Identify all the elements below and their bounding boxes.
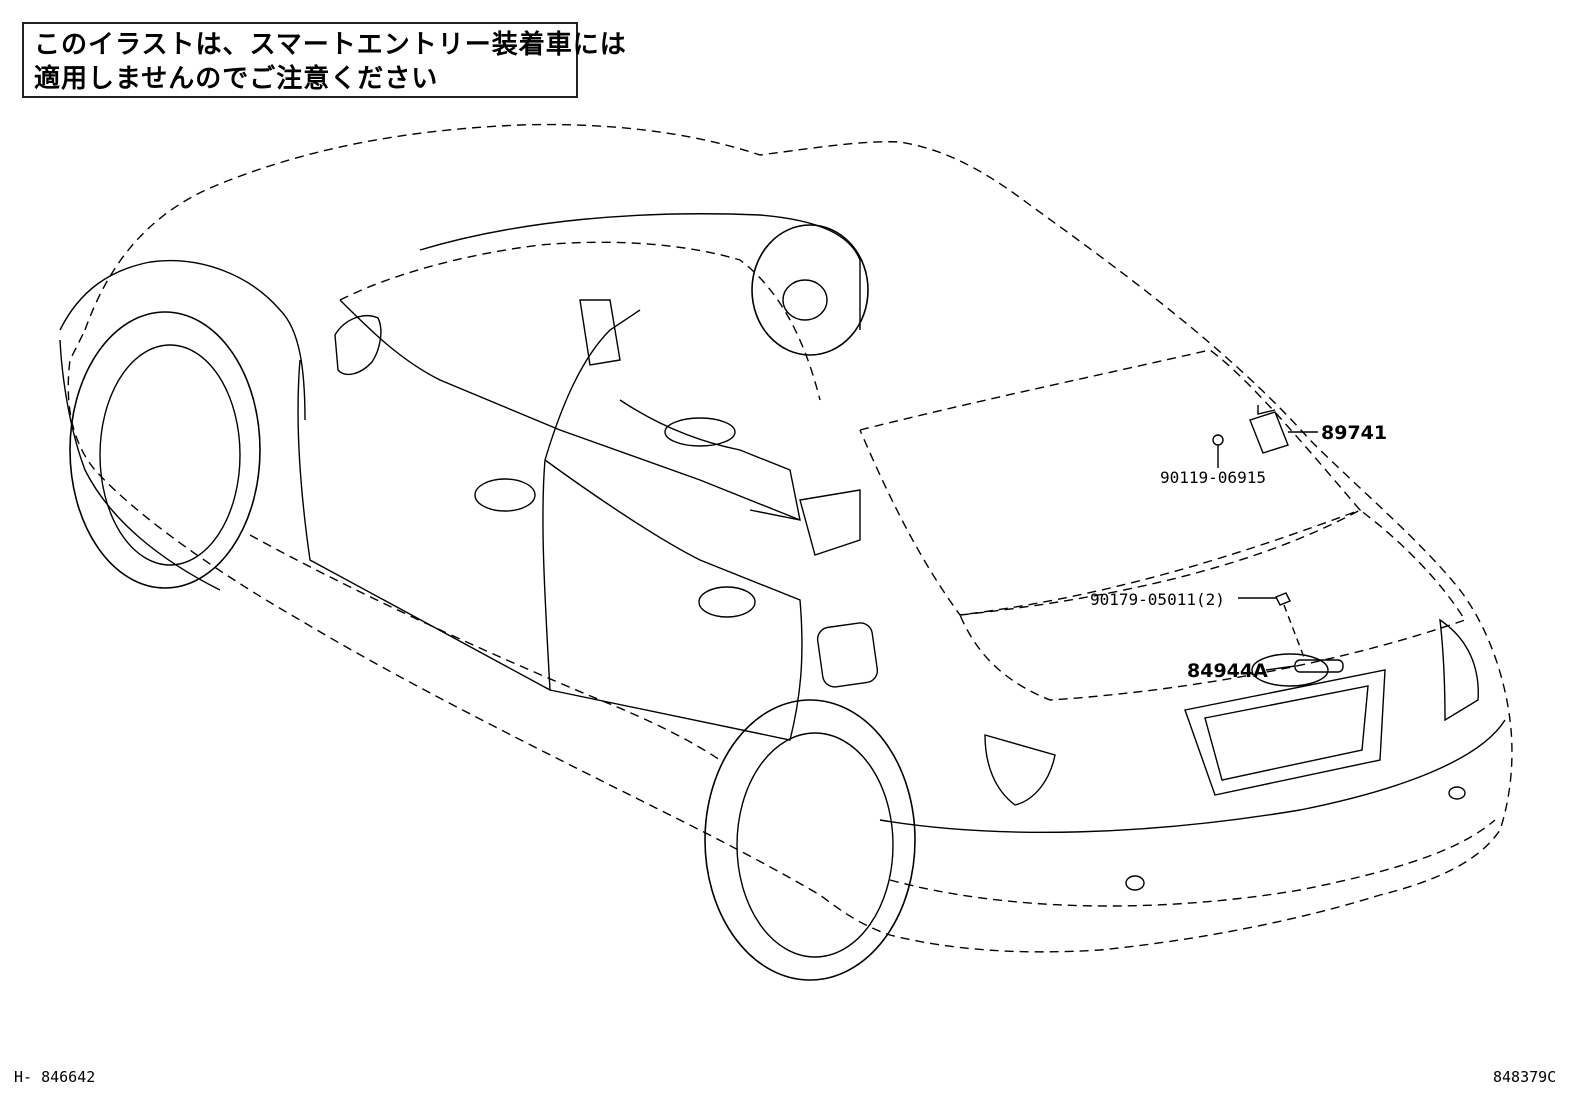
front-fender [59,259,306,421]
front-vent [799,489,861,556]
side-window [339,241,821,401]
parking-sensor-left [1125,875,1145,891]
side-mirror [334,315,382,376]
front-door-handle [474,478,536,512]
steering-hub [782,279,828,321]
license-plate [1204,685,1369,781]
rear-door [544,459,803,741]
parking-sensor-right [1448,786,1466,800]
steering-wheel [751,224,869,356]
b-pillar [544,309,641,461]
rear-door-handle [698,586,756,618]
part-89741-bracket [1257,405,1276,415]
callout-90119-06915: 90119-06915 [1160,468,1266,487]
callout-90179-05011: 90179-05011(2) [1090,590,1225,609]
rear-bumper [879,719,1506,834]
fuel-lid [816,622,879,688]
part-89741 [1249,411,1289,454]
notice-box: このイラストは、スマートエントリー装着車には 適用しませんのでご注意ください [22,22,627,98]
rocker-panel [249,534,721,761]
rear-window [859,349,1362,616]
rear-lamp-right [1439,618,1479,722]
center-console [619,399,801,521]
illustration-code-left: H- 846642 [14,1068,96,1086]
front-lower [59,339,221,591]
seat-front [579,299,621,366]
rear-bumper-lower [889,819,1496,907]
dashboard [419,213,861,330]
front-wheel [69,311,261,589]
part-90119-bolt [1212,434,1224,446]
body-outline [67,123,1513,953]
rear-emblem [1251,653,1329,687]
notice-line-1: このイラストは、スマートエントリー装着車には [34,30,627,60]
rear-lamp-left [984,734,1056,806]
license-recess [1184,669,1386,796]
notice-line-2: 適用しませんのでご注意ください [34,64,439,94]
illustration-code-right: 848379C [1493,1068,1557,1086]
gear-shift [664,417,736,447]
part-90179-clip [1275,592,1291,606]
rear-wheel-inner [736,732,894,958]
leader-84944 [1265,665,1296,671]
callout-89741: 89741 [1321,422,1388,444]
callout-84944a: 84944A [1187,660,1268,682]
a-pillar [339,299,801,521]
rear-wheel [704,699,916,981]
front-wheel-inner [99,344,241,566]
